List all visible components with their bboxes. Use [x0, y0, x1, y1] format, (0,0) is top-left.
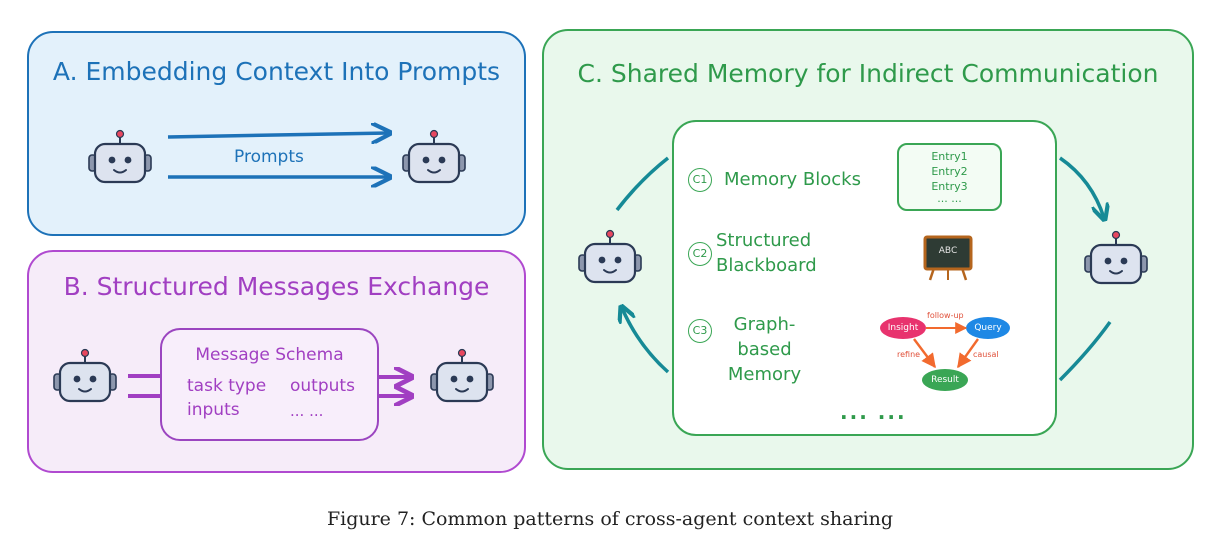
- memory-feedback-arrow: [622, 308, 670, 374]
- entry-3: Entry3: [931, 180, 968, 193]
- more-patterns-ellipsis: ... ...: [840, 400, 907, 424]
- schema-field-outputs: outputs: [290, 376, 355, 396]
- graph-based-line: Graph-based: [733, 314, 796, 360]
- blackboard-text: ABC: [939, 246, 957, 256]
- prompts-label: Prompts: [234, 147, 304, 167]
- structured-blackboard-label: Structured Blackboard: [716, 228, 817, 278]
- robot-icon: [52, 348, 118, 403]
- schema-field-more: ... ...: [290, 402, 324, 420]
- agent-write-curve: [1058, 320, 1112, 382]
- prompt-arrow: [167, 133, 388, 137]
- figure-caption: Figure 7: Common patterns of cross-agent…: [326, 508, 894, 530]
- read-memory-arrow: [1059, 156, 1104, 218]
- entry-1: Entry1: [931, 150, 968, 163]
- write-memory-curve: [615, 156, 670, 212]
- robot-icon: [577, 229, 643, 284]
- blackboard-line: Blackboard: [716, 255, 817, 276]
- robot-icon: [1083, 230, 1149, 285]
- memory-line: Memory: [727, 364, 802, 385]
- badge-c2: C2: [688, 242, 712, 266]
- panel-embedding-context: A. Embedding Context Into Prompts: [27, 31, 526, 236]
- robot-icon: [401, 129, 467, 184]
- graph-node-insight: Insight: [880, 317, 926, 339]
- graph-edge-refine: [913, 338, 936, 369]
- chalkboard-icon: ABC: [923, 235, 973, 281]
- schema-field-task-type: task type: [187, 376, 267, 396]
- badge-c1: C1: [688, 168, 712, 192]
- panel-c-title: C. Shared Memory for Indirect Communicat…: [577, 59, 1159, 88]
- graph-node-result: Result: [922, 369, 968, 391]
- badge-c3: C3: [688, 319, 712, 343]
- robot-icon: [87, 129, 153, 184]
- edge-label-follow-up: follow-up: [927, 311, 964, 320]
- graph-edge-causal: [957, 338, 979, 369]
- graph-memory-label: Graph-based Memory: [712, 312, 817, 387]
- memory-blocks-label: Memory Blocks: [724, 169, 861, 190]
- entry-2: Entry2: [931, 165, 968, 178]
- panel-a-title: A. Embedding Context Into Prompts: [52, 57, 501, 86]
- entry-more: ... ...: [937, 192, 962, 205]
- schema-field-inputs: inputs: [187, 400, 240, 420]
- robot-icon: [429, 348, 495, 403]
- panel-b-title: B. Structured Messages Exchange: [63, 272, 490, 301]
- edge-label-causal: causal: [973, 350, 999, 359]
- message-schema-title: Message Schema: [195, 345, 344, 365]
- memory-entries-box: Entry1 Entry2 Entry3 ... ...: [897, 143, 1002, 211]
- message-schema-box: [160, 328, 379, 441]
- edge-label-refine: refine: [897, 350, 921, 359]
- graph-node-query: Query: [966, 317, 1010, 339]
- structured-line: Structured: [716, 230, 812, 251]
